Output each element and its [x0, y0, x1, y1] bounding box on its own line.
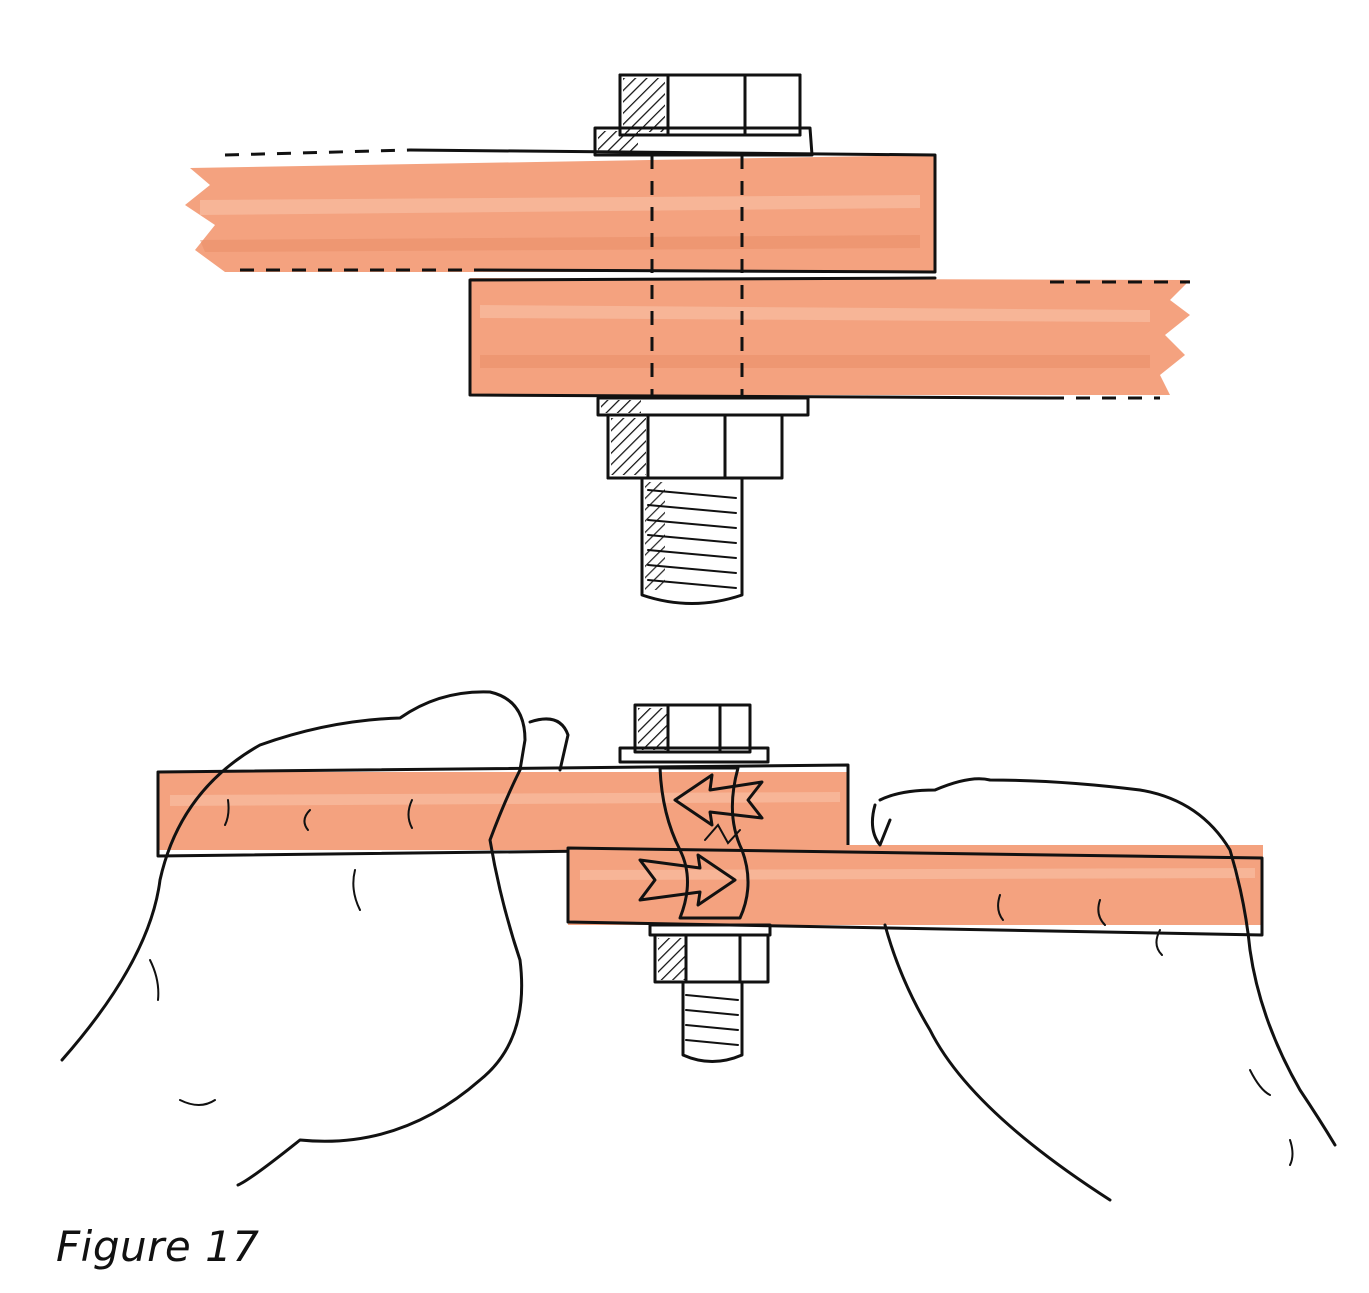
shear-force-diagram: [62, 692, 1335, 1200]
bolt-head-icon: [620, 75, 800, 135]
nut-icon: [608, 415, 782, 478]
figure-caption: Figure 17: [56, 1222, 260, 1271]
right-plank: [568, 845, 1263, 935]
lower-washer-icon: [598, 398, 808, 415]
bolt-thread-icon: [642, 478, 742, 604]
nut-small-icon: [650, 925, 770, 982]
left-hand-icon: [62, 692, 568, 1185]
right-hand-icon: [872, 779, 1335, 1200]
bolted-joint-diagram: [185, 75, 1190, 604]
upper-plank: [185, 150, 935, 272]
bolt-head-small-icon: [620, 705, 768, 762]
lower-plank: [470, 278, 1190, 398]
bolt-thread-small-icon: [683, 982, 742, 1062]
